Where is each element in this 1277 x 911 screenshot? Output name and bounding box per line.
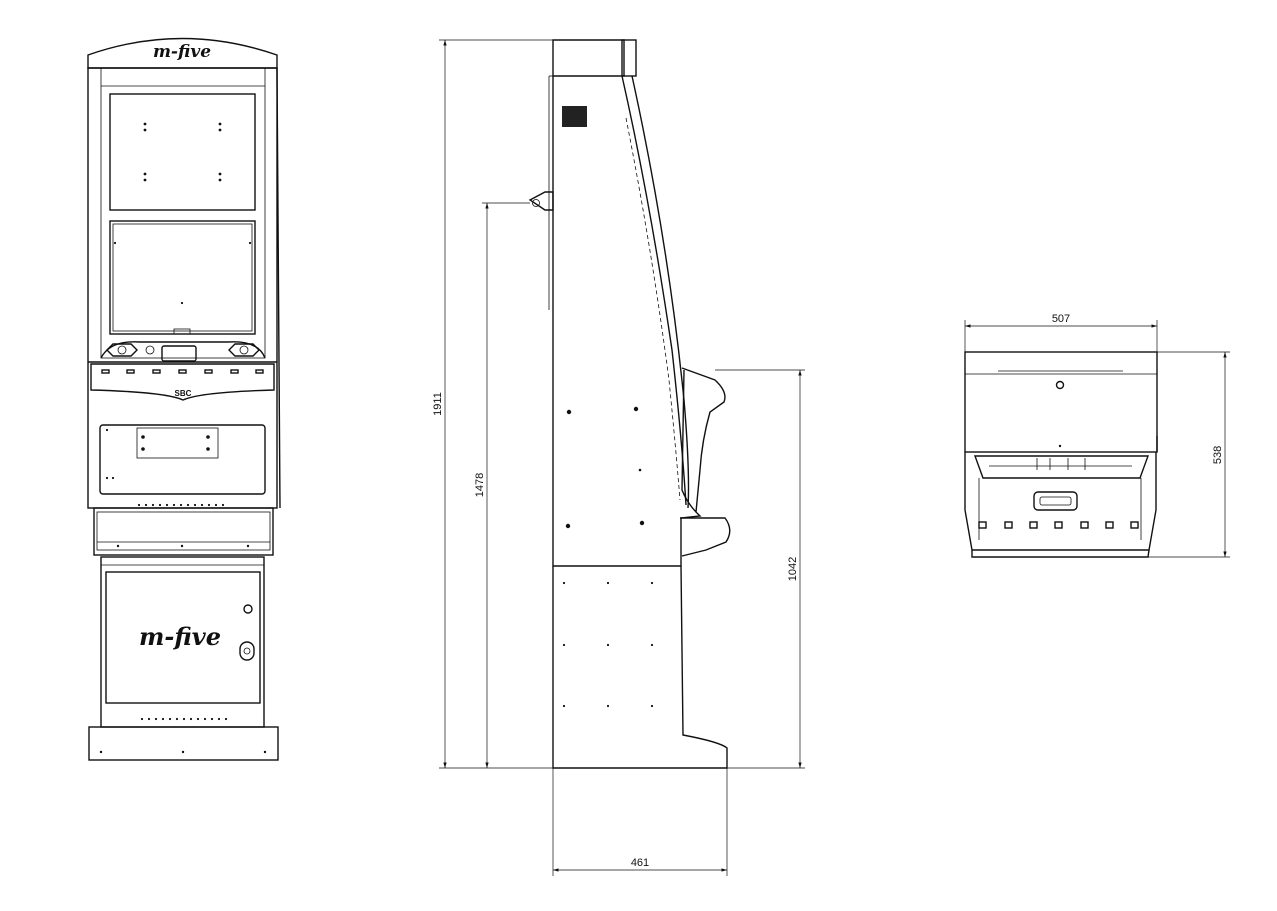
front-door-lock-top bbox=[243, 604, 253, 614]
front-deck bbox=[90, 363, 275, 401]
side-dim-overall-height: 1911 bbox=[432, 39, 553, 769]
top-card-reader bbox=[1033, 491, 1078, 511]
front-main-monitor bbox=[109, 220, 256, 335]
side-deck bbox=[681, 367, 726, 513]
dim-deck-height-label: 1042 bbox=[787, 557, 799, 581]
side-dim-button-height: 1478 bbox=[474, 202, 530, 768]
front-top-arch bbox=[87, 37, 278, 69]
front-center-card-slot bbox=[161, 345, 197, 362]
side-body-outline bbox=[552, 76, 702, 567]
dim-overall-height-label: 1911 bbox=[432, 392, 444, 416]
front-right-button bbox=[228, 343, 260, 357]
dim-width-label: 507 bbox=[1052, 313, 1070, 325]
top-dim-width: 507 bbox=[964, 313, 1158, 352]
top-dim-depth: 538 bbox=[1148, 351, 1230, 558]
front-coin-tray bbox=[93, 507, 274, 556]
side-dim-deck-height: 1042 bbox=[715, 369, 805, 769]
front-panel-badge: SBC bbox=[175, 389, 192, 398]
side-speaker-grill bbox=[562, 106, 587, 127]
dim-top-depth-label: 538 bbox=[1212, 446, 1224, 464]
dim-depth-label: 461 bbox=[631, 857, 649, 869]
front-top-monitor bbox=[109, 93, 256, 211]
front-view: m-five bbox=[87, 37, 281, 761]
front-upper-cabinet bbox=[87, 67, 278, 509]
front-base-door bbox=[105, 571, 261, 704]
side-view: 1911 1478 1042 461 bbox=[432, 39, 805, 876]
front-door-logo: m-five bbox=[139, 622, 221, 651]
dim-button-height-label: 1478 bbox=[474, 473, 486, 497]
side-screen-curve bbox=[621, 75, 687, 506]
front-door-lock bbox=[239, 641, 255, 661]
front-plinth bbox=[88, 726, 279, 761]
top-deck bbox=[964, 452, 1157, 551]
front-belly-panel bbox=[99, 424, 266, 495]
front-top-logo: m-five bbox=[153, 42, 211, 62]
front-left-button bbox=[106, 343, 138, 357]
side-base bbox=[552, 565, 728, 769]
side-dim-depth: 461 bbox=[552, 768, 728, 876]
top-roof bbox=[964, 351, 1158, 453]
top-view: 507 538 bbox=[964, 313, 1230, 558]
